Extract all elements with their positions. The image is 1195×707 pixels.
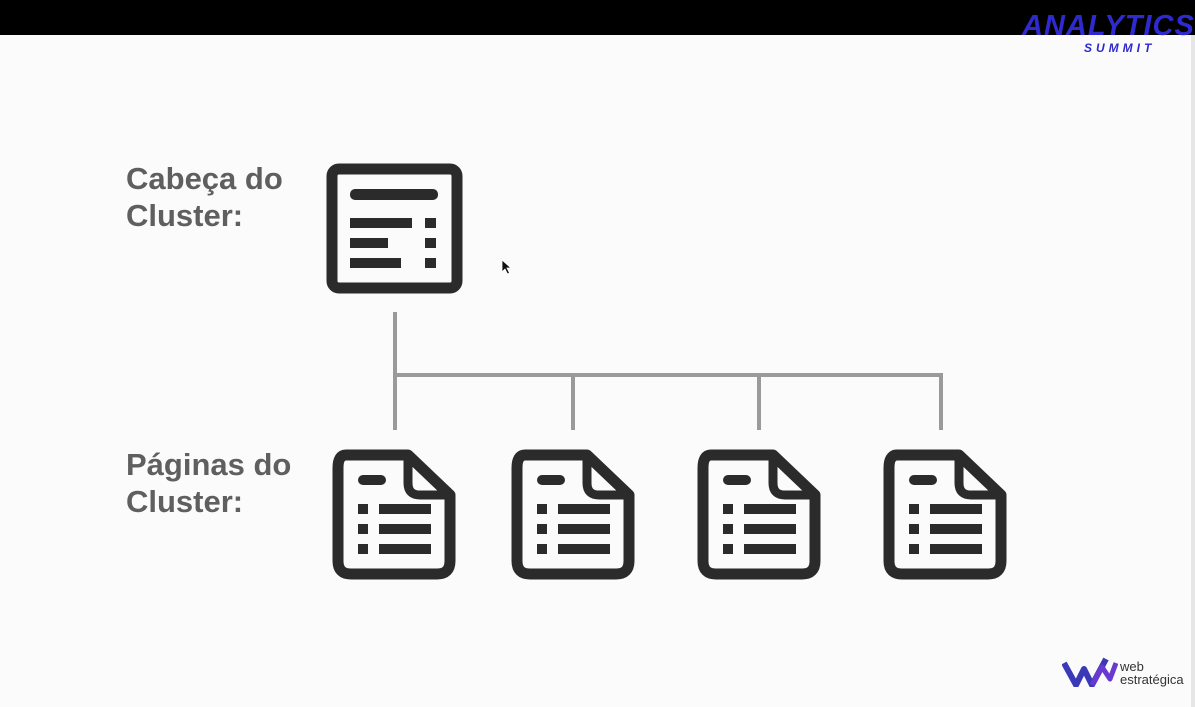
mouse-cursor-icon [501,259,513,275]
analytics-summit-logo: ANALYTICS SUMMIT [1022,10,1194,58]
file-list-icon [332,449,456,580]
web-estrategica-logo: web estratégica [1062,655,1190,691]
web-logo-line1: web [1120,659,1144,674]
document-list-icon [326,163,463,294]
analytics-logo-subtitle: SUMMIT [1084,41,1156,55]
cluster-pages-label-line2: Cluster: [126,484,244,519]
analytics-logo-title: ANALYTICS [1022,10,1195,42]
file-list-icon [697,449,821,580]
cluster-pages-label-line1: Páginas do [126,447,292,482]
top-black-bar [0,0,1195,35]
cluster-pages-label: Páginas do Cluster: [126,446,291,520]
cluster-head-label-line2: Cluster: [126,198,244,233]
cluster-head-label: Cabeça do Cluster: [126,160,283,234]
right-scroll-edge [1191,35,1195,707]
slide-canvas [0,35,1195,707]
file-list-icon [883,449,1007,580]
web-logo-line2: estratégica [1120,672,1184,687]
cluster-head-label-line1: Cabeça do [126,161,283,196]
file-list-icon [511,449,635,580]
web-estrategica-mark-icon [1062,657,1118,687]
